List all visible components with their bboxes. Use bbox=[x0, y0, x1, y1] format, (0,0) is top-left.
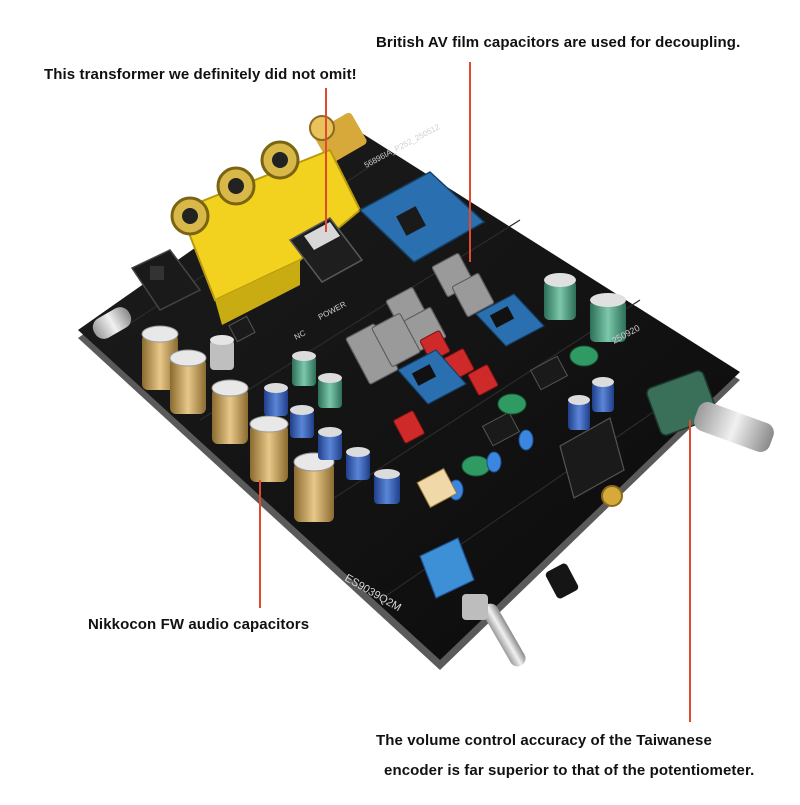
bluetooth-module bbox=[358, 171, 486, 263]
small-electrolytic-capacitors bbox=[210, 273, 626, 504]
opamp-modules bbox=[397, 293, 545, 405]
film-capacitors bbox=[345, 253, 495, 385]
nikkocon-callout: Nikkocon FW audio capacitors bbox=[88, 616, 310, 633]
ic-chips bbox=[228, 315, 569, 447]
film-caps-callout: British AV film capacitors are used for … bbox=[376, 34, 741, 51]
relay bbox=[416, 467, 458, 509]
nikkocon-capacitors bbox=[141, 325, 335, 522]
volume-callout-line2: encoder is far superior to that of the p… bbox=[384, 762, 755, 779]
rca-jacks-block bbox=[170, 140, 362, 325]
push-button bbox=[545, 563, 579, 599]
toggle-switch bbox=[419, 537, 526, 667]
usb-c-port bbox=[92, 307, 132, 339]
volume-callout-line1: The volume control accuracy of the Taiwa… bbox=[376, 732, 712, 749]
headphone-jack bbox=[559, 417, 625, 507]
optical-jack bbox=[130, 249, 202, 311]
callout-leader-lines bbox=[259, 62, 691, 722]
transformer-callout: This transformer we definitely did not o… bbox=[44, 66, 357, 83]
transformer bbox=[288, 217, 364, 283]
green-film-capacitors bbox=[461, 345, 599, 477]
